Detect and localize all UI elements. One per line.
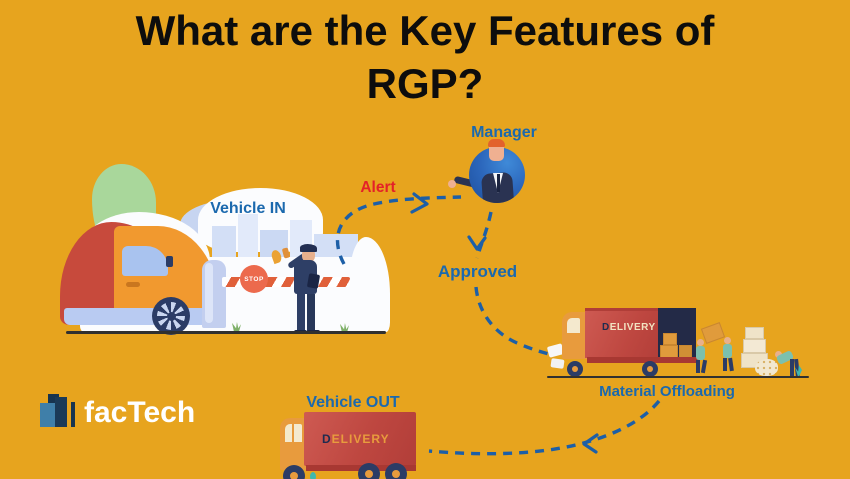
van-mirror	[166, 256, 173, 267]
van-wheel	[152, 297, 190, 335]
sack	[755, 359, 778, 376]
guard-leg	[307, 294, 315, 332]
truck-wheel-hub	[365, 470, 373, 478]
logo-block-light	[40, 403, 56, 427]
truck-cargo-box	[585, 308, 661, 358]
arrowhead-approved-icon	[467, 235, 487, 251]
van-door-handle	[126, 282, 140, 287]
connector-approved-to-offloading	[474, 286, 550, 356]
paper-scrap	[550, 358, 565, 369]
worker-leg	[700, 359, 708, 374]
factech-logo: facTech	[40, 392, 240, 436]
label-material-offloading: Material Offloading	[599, 383, 735, 400]
vehicle-in-illustration: STOP	[60, 162, 392, 345]
truck-wheel	[385, 463, 407, 479]
guard-held-item	[281, 247, 291, 259]
logo-block-dark	[55, 397, 67, 427]
label-vehicle-in: Vehicle IN	[210, 200, 286, 217]
stop-sign-text: STOP	[244, 275, 264, 283]
worker-leg	[790, 359, 794, 377]
title-line-1: What are the Key Features of	[135, 7, 715, 54]
package-stack-box	[745, 327, 764, 339]
truck-cab-window	[567, 318, 580, 333]
van-wheel-hub	[166, 311, 176, 321]
connector-offloading-to-vehicle-out	[428, 399, 661, 456]
worker-bending	[753, 345, 803, 378]
truck-wheel-hub	[392, 470, 400, 478]
label-alert: Alert	[360, 179, 396, 196]
logo-block-top	[48, 394, 59, 405]
guard-leg	[297, 294, 305, 332]
truck-wheel-hub	[647, 366, 653, 372]
truck-wheel-hub	[572, 366, 578, 372]
worker-leg	[723, 358, 727, 371]
worker-carrying-box	[691, 322, 751, 377]
material-offloading-illustration: DELIVERY	[545, 295, 830, 385]
truck-wheel	[358, 463, 380, 479]
factech-logo-text: facTech	[84, 396, 196, 429]
truck-wheel	[567, 361, 583, 377]
truck-wheel	[283, 465, 305, 479]
worker-leg	[696, 360, 700, 373]
ground-line	[547, 376, 809, 378]
title-line-2: RGP?	[366, 60, 484, 107]
grass-tuft	[340, 323, 349, 332]
van-window	[122, 246, 168, 276]
plant-sprout	[795, 365, 802, 376]
label-approved: Approved	[437, 262, 518, 281]
worker-leg	[728, 357, 734, 372]
package-stack-box	[743, 339, 766, 353]
ground-line	[66, 331, 386, 334]
worker-torso	[723, 344, 732, 358]
truck-platform	[587, 357, 699, 363]
van-skirt	[64, 308, 216, 325]
label-vehicle-out: Vehicle OUT	[306, 394, 400, 411]
page-title: What are the Key Features of RGP?	[0, 4, 850, 110]
exhaust-drop	[310, 472, 316, 479]
security-guard	[281, 244, 345, 336]
manager-hair	[488, 139, 505, 147]
logo-bar	[71, 402, 75, 427]
connector-manager-to-approved	[475, 211, 493, 259]
manager-tie	[497, 174, 500, 192]
gate-barrier-bar	[222, 277, 350, 287]
gate-post-highlight	[205, 263, 213, 323]
label-manager: Manager	[471, 124, 537, 141]
grass-tuft	[232, 322, 241, 331]
stop-sign-icon: STOP	[240, 265, 268, 293]
vehicle-out-illustration: DELIVERY	[280, 410, 425, 479]
truck-wheel-hub	[290, 472, 298, 479]
guard-cap	[300, 244, 317, 252]
worker-torso	[696, 346, 705, 360]
truck-cargo-box	[304, 412, 416, 466]
guard-clipboard	[306, 273, 321, 289]
arrowhead-to-vehicle-out-icon	[582, 433, 599, 454]
arrowhead-to-manager-icon	[410, 192, 429, 214]
truck-delivery-text: DELIVERY	[322, 432, 390, 446]
truck-cab-window-divider	[292, 424, 294, 442]
carried-box	[700, 322, 726, 344]
cargo-box	[663, 333, 677, 345]
truck-wheel	[642, 361, 658, 377]
worker-head	[697, 339, 704, 346]
factech-logo-icon	[40, 394, 78, 434]
manager-hand	[448, 180, 456, 188]
truck-delivery-text: DELIVERY	[602, 322, 656, 333]
worker-head	[724, 337, 731, 344]
